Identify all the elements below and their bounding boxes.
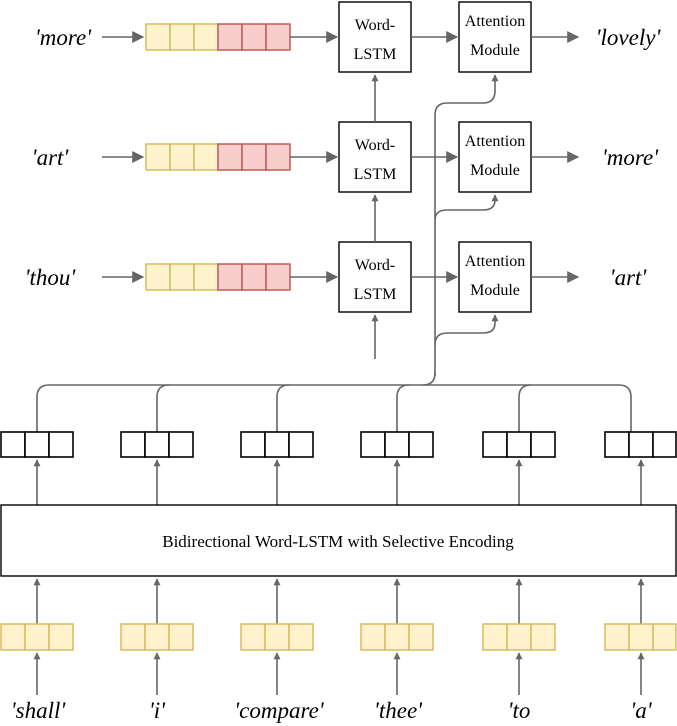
word-lstm-box (338, 241, 412, 313)
attention-label-line2: Module (470, 282, 520, 299)
word-lstm-box (338, 1, 412, 73)
decoder-row-2: 'thou' Word- LSTM Attention Module 'art' (25, 241, 648, 313)
encoder-input-word: 'a' (630, 698, 652, 723)
encoder-label: Bidirectional Word-LSTM with Selective E… (162, 532, 514, 551)
decoder-output-word: 'art' (610, 265, 648, 290)
decoder-row-0: 'more' Word- LSTM Attention Module 'love… (35, 1, 662, 73)
decoder-input-word: 'thou' (25, 265, 77, 290)
embedding-to-encoder-arrows (33, 578, 645, 624)
embedding-vector-0 (0, 623, 74, 651)
encoder-hidden-vectors (0, 431, 677, 458)
encoder-to-hidden-arrows (33, 459, 645, 505)
encoder-input-word: 'to (508, 698, 531, 723)
attention-label-line1: Attention (465, 253, 525, 270)
bidirectional-encoder-box (0, 504, 677, 577)
word-lstm-label-line1: Word- (355, 137, 395, 154)
word-lstm-label-line2: LSTM (354, 46, 397, 63)
decoder-row-1: 'art' Word- LSTM Attention Module 'more' (32, 121, 659, 193)
encoder-input-word: 'i' (149, 698, 166, 723)
attention-label-line1: Attention (465, 13, 525, 30)
word-lstm-label-line1: Word- (355, 17, 395, 34)
encoder-input-embeddings (0, 623, 677, 651)
hidden-vector-2 (240, 431, 314, 458)
attention-module-box (458, 1, 532, 73)
encoder-input-word: 'thee' (374, 698, 423, 723)
word-lstm-label-line2: LSTM (354, 166, 397, 183)
decoder-input-vector (145, 143, 291, 171)
decoder-output-word: 'lovely' (596, 25, 662, 50)
decoder-output-word: 'more' (602, 145, 659, 170)
word-lstm-label-line1: Word- (355, 257, 395, 274)
decoder-input-word: 'art' (32, 145, 70, 170)
word-lstm-label-line2: LSTM (354, 286, 397, 303)
encoder-output-bus (36, 372, 632, 432)
decoder-input-vector (145, 23, 291, 51)
attention-module-box (458, 121, 532, 193)
embedding-vector-2 (240, 623, 314, 651)
encoder-input-words: 'shall' 'i' 'compare' 'thee' 'to 'a' (11, 698, 653, 723)
embedding-vector-5 (604, 623, 677, 651)
hidden-vector-3 (360, 431, 434, 458)
embedding-vector-4 (482, 623, 556, 651)
embedding-vector-3 (360, 623, 434, 651)
word-to-embedding-arrows (33, 652, 645, 695)
hidden-vector-4 (482, 431, 556, 458)
hidden-vector-5 (604, 431, 677, 458)
encoder-input-word: 'shall' (11, 698, 67, 723)
attention-label-line1: Attention (465, 133, 525, 150)
decoder-input-word: 'more' (35, 25, 92, 50)
attention-label-line2: Module (470, 162, 520, 179)
embedding-vector-1 (120, 623, 194, 651)
attention-module-box (458, 241, 532, 313)
encoder-input-word: 'compare' (234, 698, 325, 723)
attention-label-line2: Module (470, 42, 520, 59)
context-connections (434, 74, 499, 376)
hidden-vector-0 (0, 431, 74, 458)
hidden-vector-1 (120, 431, 194, 458)
decoder-input-vector (145, 263, 291, 291)
